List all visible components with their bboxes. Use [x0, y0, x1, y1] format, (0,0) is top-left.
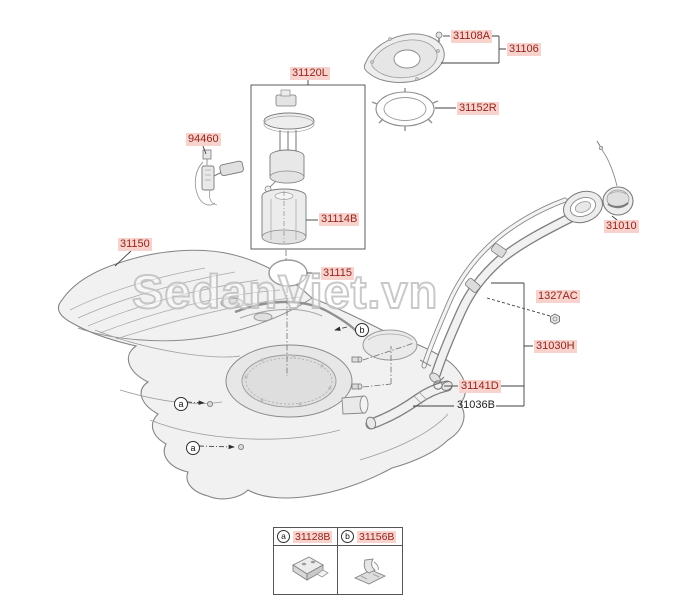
- part-label-31106[interactable]: 31106: [507, 43, 541, 56]
- legend-header-a: a 31128B: [274, 528, 338, 546]
- legend-icon-cell-a: [274, 546, 338, 594]
- legend-table: a 31128B b 31156B: [273, 527, 403, 595]
- part-label-31030H[interactable]: 31030H: [534, 340, 577, 353]
- callout-b: b: [355, 323, 369, 337]
- part-label-31115[interactable]: 31115: [321, 267, 354, 280]
- part-label-31114B[interactable]: 31114B: [319, 213, 360, 226]
- tank-mount-bolt: [206, 400, 244, 450]
- plate-bolt-drawing: [435, 31, 443, 42]
- part-label-31152R[interactable]: 31152R: [457, 102, 499, 115]
- legend-header-b: b 31156B: [338, 528, 402, 546]
- part-label-31150[interactable]: 31150: [118, 238, 152, 251]
- legend-callout-a: a: [277, 530, 290, 543]
- holder-clip-icon: [353, 558, 387, 585]
- part-label-94460[interactable]: 94460: [186, 133, 221, 146]
- nut-drawing: [550, 313, 560, 325]
- legend-icon-cell-b: [338, 546, 402, 594]
- fuel-tank-drawing: [57, 249, 467, 500]
- legend-part-31156B[interactable]: 31156B: [357, 530, 397, 543]
- part-label-31108A[interactable]: 31108A: [451, 30, 493, 43]
- legend-part-31128B[interactable]: 31128B: [293, 530, 333, 543]
- tank-side-bolts: [351, 356, 363, 390]
- fuel-cap-drawing: [596, 140, 634, 216]
- legend-callout-b: b: [341, 530, 354, 543]
- o-ring-drawing: [268, 259, 308, 287]
- leader-lines: [114, 35, 618, 450]
- filler-hose-drawing: [365, 376, 453, 430]
- fuel-sender-drawing: [194, 149, 244, 206]
- callout-a-lower: a: [186, 441, 200, 455]
- hose-clamp-drawing: [433, 376, 445, 390]
- mounting-plate-drawing: [363, 31, 445, 83]
- lock-ring-drawing: [371, 88, 439, 131]
- part-label-1327AC[interactable]: 1327AC: [536, 290, 580, 303]
- part-label-31141D[interactable]: 31141D: [459, 380, 501, 393]
- pad-clip-icon: [291, 556, 329, 581]
- part-label-31010[interactable]: 31010: [604, 220, 639, 233]
- part-label-31036B: 31036B: [457, 399, 495, 411]
- part-label-31120L[interactable]: 31120L: [290, 67, 330, 80]
- callout-a-upper: a: [174, 397, 188, 411]
- filler-neck-drawing: [419, 190, 603, 384]
